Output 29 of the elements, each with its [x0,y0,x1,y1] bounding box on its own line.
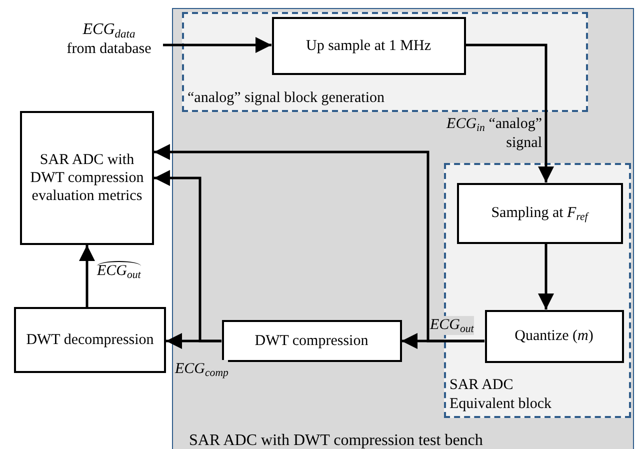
box-label: SAR ADC with DWT compression evaluation metrics [29,151,145,205]
arrow [466,44,554,182]
box-label: Quantize (m) [514,327,594,345]
process-box [222,320,402,362]
arrow [154,170,222,342]
edge-label: ECG$_{in}$ “analog” signal [445,115,542,152]
box-label: DWT decompression [25,331,155,349]
arrow [154,144,484,342]
edge-label: ECG$_{out}$ [430,316,474,335]
signal-note: from database [66,40,152,59]
group-title: SAR ADC with DWT compression test bench [189,431,483,449]
arrow [538,244,554,310]
process-box [20,111,154,245]
box-label: Sampling at F$_{ref}$ [491,204,588,222]
test-bench-panel [172,8,634,449]
process-box [456,182,622,244]
edge-label: ECG$_{comp}$ [175,360,228,379]
edge-label: ECG$_{out}$ [97,262,141,281]
arrow [79,245,95,307]
box-label: DWT compression [254,332,370,350]
group-title: “analog” signal block generation [188,88,386,108]
box-label: Up sample at 1 MHz [305,36,432,54]
signal-name: ECG$_{data}$ [82,20,136,40]
group-title: SAR ADC Equivalent block [450,376,553,414]
process-box [272,16,466,74]
arrow [163,37,272,53]
process-box [14,307,166,373]
process-box [484,310,624,362]
dashed-block [182,12,588,112]
